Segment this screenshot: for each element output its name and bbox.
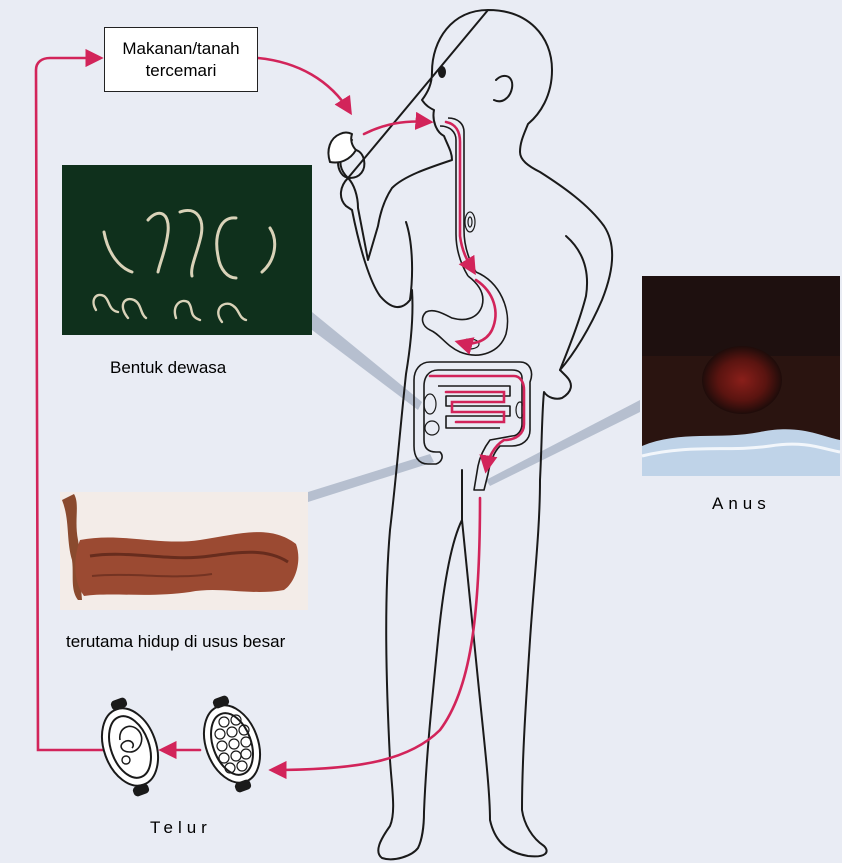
pathway-arrows [36, 58, 524, 770]
arm-right-inner [560, 236, 587, 370]
eye [439, 67, 445, 77]
egg-embryonated [92, 698, 168, 796]
colon-label: terutama hidup di usus besar [66, 632, 285, 652]
human-figure [328, 10, 612, 859]
source-box: Makanan/tanah tercemari [104, 27, 258, 92]
pointer-anus [486, 400, 640, 486]
pointer-colon [308, 454, 434, 502]
arm-left-inner [406, 222, 412, 300]
food-item [328, 133, 356, 163]
digestive-tract [414, 118, 532, 490]
photo-colon [60, 492, 308, 610]
arrow-stomach [458, 280, 495, 344]
body-outline [341, 10, 613, 859]
adult-label: Bentuk dewasa [110, 358, 226, 378]
source-label-line2: tercemari [122, 60, 239, 82]
arrow-source-to-mouth [258, 58, 350, 112]
photo-adult-worms [62, 165, 312, 335]
arrow-food-to-mouth [364, 122, 430, 135]
photo-anus [642, 276, 840, 476]
eggs-label: Telur [150, 818, 212, 838]
pointer-adult [312, 312, 422, 410]
arrow-esophagus [446, 122, 474, 272]
source-label-line1: Makanan/tanah [122, 38, 239, 60]
anus-label: Anus [712, 494, 771, 514]
egg-unembryonated [194, 696, 270, 792]
ear [494, 76, 512, 101]
